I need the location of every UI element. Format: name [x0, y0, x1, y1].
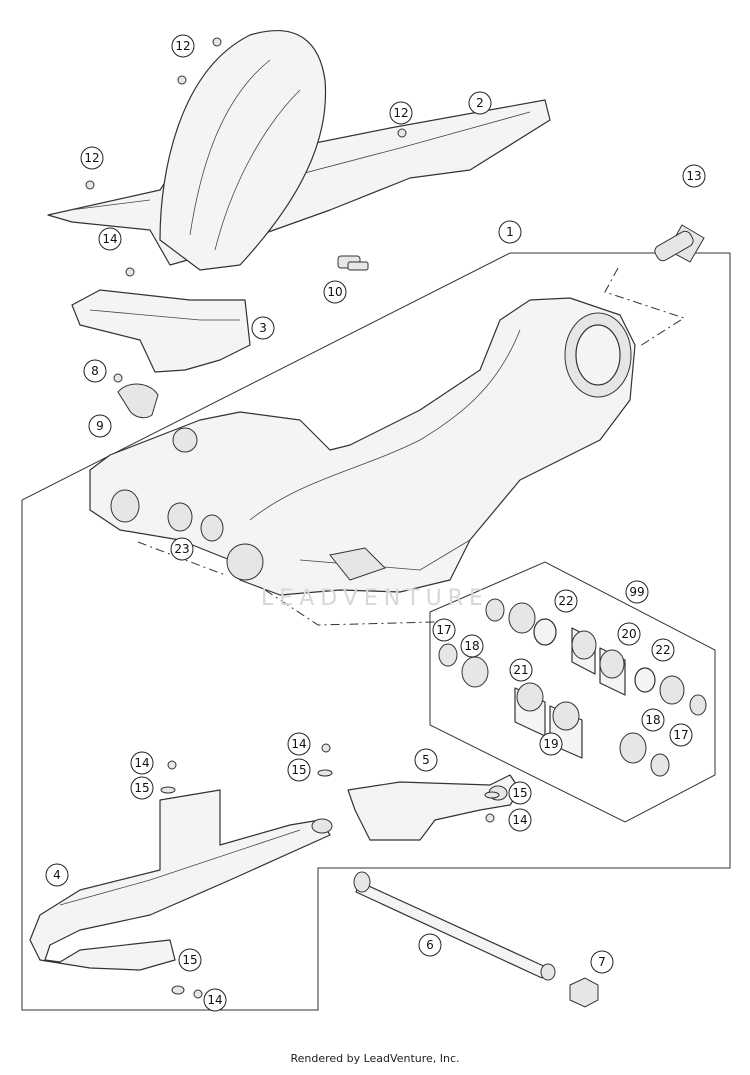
svg-text:13: 13: [686, 169, 701, 183]
callout-12c: 12: [80, 146, 104, 170]
callout-22b: 22: [651, 638, 675, 662]
part-13-bolt: [654, 224, 705, 263]
svg-text:2: 2: [476, 96, 484, 110]
callout-6: 6: [418, 933, 442, 957]
svg-text:14: 14: [291, 737, 306, 751]
callout-18a: 18: [460, 634, 484, 658]
callout-2: 2: [468, 91, 492, 115]
svg-text:14: 14: [207, 993, 222, 1007]
exploded-parts-diagram: LEADVENTURE 1 2 3 4 5 6 7 8 9 10 12 12 1…: [21, 30, 731, 1012]
watermark-text: LEADVENTURE: [261, 586, 489, 611]
svg-text:4: 4: [53, 868, 61, 882]
svg-text:7: 7: [598, 955, 606, 969]
bearing-kit-frame: [429, 561, 716, 823]
svg-text:99: 99: [629, 585, 644, 599]
part-1-swingarm: [89, 297, 636, 596]
callout-15d: 15: [178, 948, 202, 972]
callout-15c: 15: [508, 781, 532, 805]
svg-text:6: 6: [426, 938, 434, 952]
part-23-bearings: [167, 502, 224, 542]
callout-7: 7: [590, 950, 614, 974]
part-3-chain-guide: [71, 289, 251, 373]
callout-1: 1: [498, 220, 522, 244]
svg-text:17: 17: [673, 728, 688, 742]
svg-text:17: 17: [436, 623, 451, 637]
callout-9: 9: [88, 414, 112, 438]
svg-text:15: 15: [512, 786, 527, 800]
callout-4: 4: [45, 863, 69, 887]
part-6-axle: [353, 871, 556, 981]
svg-text:12: 12: [393, 106, 408, 120]
callout-20: 20: [617, 622, 641, 646]
callout-14b: 14: [130, 751, 154, 775]
svg-text:15: 15: [291, 763, 306, 777]
svg-text:19: 19: [543, 737, 558, 751]
svg-text:22: 22: [558, 594, 573, 608]
callout-17b: 17: [669, 723, 693, 747]
svg-text:5: 5: [422, 753, 430, 767]
small-fasteners: [85, 37, 500, 999]
part-5-chain-slider: [347, 774, 521, 841]
part-7-nut: [569, 977, 599, 1008]
part-4-chain-guard-lower: [29, 789, 333, 971]
svg-text:23: 23: [174, 542, 189, 556]
svg-text:1: 1: [506, 225, 514, 239]
callout-14a: 14: [98, 227, 122, 251]
svg-text:3: 3: [259, 321, 267, 335]
callout-19: 19: [539, 732, 563, 756]
callout-8: 8: [83, 359, 107, 383]
leader-axle: [604, 267, 686, 347]
svg-text:14: 14: [512, 813, 527, 827]
svg-text:12: 12: [175, 39, 190, 53]
svg-text:14: 14: [134, 756, 149, 770]
callout-17a: 17: [432, 618, 456, 642]
svg-text:20: 20: [621, 627, 636, 641]
callout-14d: 14: [508, 808, 532, 832]
callout-13: 13: [682, 164, 706, 188]
callout-18b: 18: [641, 708, 665, 732]
svg-text:10: 10: [327, 285, 342, 299]
svg-text:9: 9: [96, 419, 104, 433]
callout-23: 23: [170, 537, 194, 561]
callout-99: 99: [625, 580, 649, 604]
svg-text:18: 18: [464, 639, 479, 653]
svg-text:21: 21: [513, 663, 528, 677]
callout-12a: 12: [171, 34, 195, 58]
callout-5: 5: [414, 748, 438, 772]
callout-22a: 22: [554, 589, 578, 613]
svg-text:8: 8: [91, 364, 99, 378]
footer-credit: Rendered by LeadVenture, Inc.: [290, 1052, 460, 1065]
callout-15b: 15: [287, 758, 311, 782]
svg-text:14: 14: [102, 232, 117, 246]
callout-12b: 12: [389, 101, 413, 125]
callout-21: 21: [509, 658, 533, 682]
part-10-stud: [337, 255, 369, 271]
callout-14c: 14: [287, 732, 311, 756]
svg-text:15: 15: [182, 953, 197, 967]
part-rear-fender: [159, 30, 327, 271]
svg-text:22: 22: [655, 643, 670, 657]
leader-kit: [264, 589, 436, 626]
callout-15a: 15: [130, 776, 154, 800]
svg-text:12: 12: [84, 151, 99, 165]
part-9-clip: [117, 383, 159, 419]
svg-text:18: 18: [645, 713, 660, 727]
callout-10: 10: [323, 280, 347, 304]
assembly-frame: [21, 252, 731, 1011]
callout-3: 3: [251, 316, 275, 340]
svg-text:15: 15: [134, 781, 149, 795]
callout-14e: 14: [203, 988, 227, 1012]
